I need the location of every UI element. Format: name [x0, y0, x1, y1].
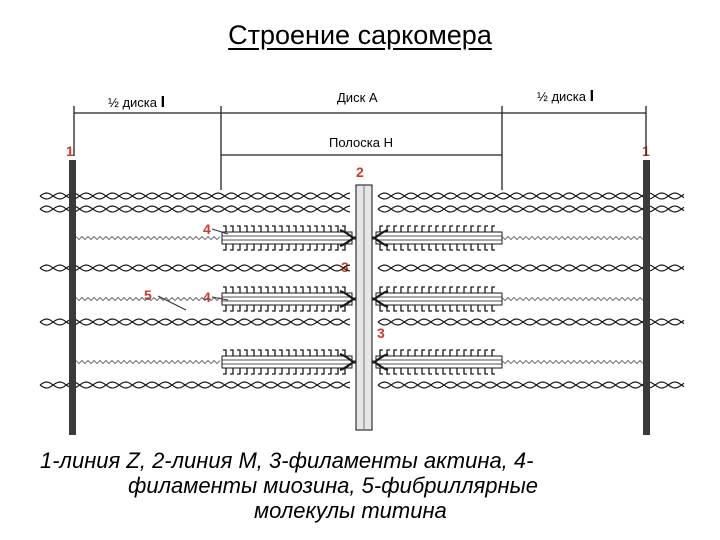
- actin-filament-left-2-pair: [39, 264, 351, 272]
- titin-left-1: [75, 296, 221, 302]
- z-line-left: [69, 160, 76, 435]
- actin-filament-left-0-pair: [39, 192, 351, 200]
- label-half-disk-i-left: ½ диска I: [108, 94, 165, 112]
- actin-filament-left-4-pair: [39, 381, 351, 389]
- myosin-filament-right-0-heads-top: [379, 225, 495, 232]
- marker-myosin-2: 4: [203, 289, 211, 305]
- myosin-filament-left-2-heads-top: [223, 349, 346, 356]
- label-text: ½ диска: [108, 95, 158, 110]
- myosin-filament-left-1-heads-top: [223, 286, 346, 293]
- myosin-filament-right-2-heads-bottom: [379, 368, 495, 375]
- leader-myosin-2: [211, 296, 229, 301]
- myosin-filament-right-1-heads-top: [379, 286, 495, 293]
- marker-actin-2: 3: [377, 325, 385, 341]
- leader-titin: [157, 295, 187, 311]
- actin-filament-left-3: [39, 318, 351, 326]
- titin-left-2: [75, 359, 221, 365]
- actin-filament-right-0: [377, 192, 685, 200]
- actin-filament-right-2: [377, 264, 685, 272]
- actin-filament-left-1: [39, 205, 351, 213]
- myosin-filament-right-2: [375, 355, 503, 369]
- myosin-filament-left-1-heads-bottom: [223, 305, 346, 312]
- actin-filament-left-3-pair: [39, 318, 351, 326]
- myosin-filament-left-0-heads-bottom: [223, 244, 346, 251]
- label-text: ½ диска: [537, 89, 587, 104]
- myosin-filament-left-0: [221, 231, 353, 245]
- marker-myosin-1: 4: [203, 221, 211, 237]
- actin-filament-right-3-pair: [377, 318, 685, 326]
- leader-myosin-1: [211, 228, 229, 235]
- actin-filament-right-2-pair: [377, 264, 685, 272]
- titin-left-0: [75, 235, 221, 241]
- label-roman: I: [160, 94, 166, 111]
- caption-line-1: 1-линия Z, 2-линия M, 3-филаменты актина…: [40, 448, 534, 473]
- marker-m-line: 2: [356, 164, 364, 180]
- myosin-filament-left-0-heads-top: [223, 225, 346, 232]
- leader-lines: [157, 228, 229, 311]
- marker-z-line-left: 1: [66, 143, 74, 159]
- myosin-filament-right-1: [375, 292, 503, 306]
- label-band-h: Полоска Н: [329, 135, 393, 150]
- page-title: Строение саркомера: [228, 20, 492, 50]
- actin-filament-right-1: [377, 205, 685, 213]
- actin-filament-right-3: [377, 318, 685, 326]
- actin-filament-right-0-pair: [377, 192, 685, 200]
- label-half-disk-i-right: ½ диска I: [537, 88, 594, 106]
- caption-line-3: молекулы титина: [254, 498, 447, 523]
- actin-filament-left-2: [39, 264, 351, 272]
- actin-filament-left-4: [39, 381, 351, 389]
- myosin-filament-right-2-heads-top: [379, 349, 495, 356]
- myosin-filament-left-1: [221, 292, 353, 306]
- myosin-filament-right-0: [375, 231, 503, 245]
- myosin-filament-left-2-heads-bottom: [223, 368, 346, 375]
- actin-filament-right-4-pair: [377, 381, 685, 389]
- caption-line-2: филаменты миозина, 5-фибриллярные: [128, 473, 538, 498]
- actin-filament-left-0: [39, 192, 351, 200]
- label-disk-a: Диск А: [337, 90, 378, 105]
- marker-titin: 5: [144, 287, 152, 303]
- myosin-filament-right-0-heads-bottom: [379, 244, 495, 251]
- filaments-layer: [39, 192, 685, 389]
- myosin-filament-right-1-heads-bottom: [379, 305, 495, 312]
- myosin-filament-left-2: [221, 355, 353, 369]
- bracket-lines: [73, 106, 647, 190]
- titin-right-2: [501, 359, 644, 365]
- actin-filament-right-4: [377, 381, 685, 389]
- label-roman: I: [589, 88, 595, 105]
- actin-filament-left-1-pair: [39, 205, 351, 213]
- caption: 1-линия Z, 2-линия M, 3-филаменты актина…: [40, 448, 680, 523]
- titin-right-1: [501, 296, 644, 302]
- titin-right-0: [501, 235, 644, 241]
- sarcomere-diagram: [39, 106, 685, 435]
- actin-filament-right-1-pair: [377, 205, 685, 213]
- z-line-right: [643, 160, 650, 435]
